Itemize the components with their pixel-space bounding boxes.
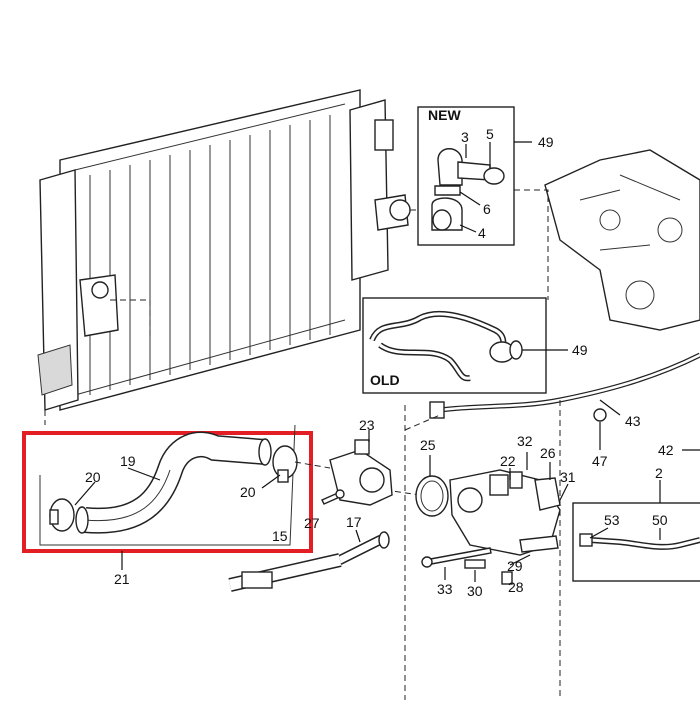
- callout-3: 3: [461, 129, 469, 145]
- hose-50: [579, 533, 700, 550]
- clip-47: [593, 408, 607, 422]
- old-box-label: OLD: [370, 372, 400, 388]
- callout-50: 50: [652, 512, 668, 528]
- callout-4: 4: [478, 225, 486, 241]
- callout-17: 17: [346, 514, 362, 530]
- callout-31: 31: [560, 469, 576, 485]
- callout-25: 25: [420, 437, 436, 453]
- callout-2: 2: [655, 465, 663, 481]
- callout-19: 19: [120, 453, 136, 469]
- radiator: [37, 89, 411, 411]
- callout-29: 29: [507, 558, 523, 574]
- callout-23: 23: [359, 417, 375, 433]
- callout-49-old: 49: [572, 342, 588, 358]
- engine-block: [544, 149, 700, 331]
- callout-20-right: 20: [240, 484, 256, 500]
- callout-27: 27: [304, 515, 320, 531]
- callout-20-left: 20: [85, 469, 101, 485]
- coolant-pipe-43: [429, 352, 700, 419]
- hose-clamp-left: [49, 498, 75, 532]
- highlight-box: [22, 431, 313, 553]
- callout-32: 32: [517, 433, 533, 449]
- bolt-33: [421, 547, 492, 568]
- hose-clamp-right: [272, 445, 298, 483]
- callout-47: 47: [592, 453, 608, 469]
- callout-53: 53: [604, 512, 620, 528]
- new-box-label: NEW: [428, 107, 461, 123]
- callout-28: 28: [508, 579, 524, 595]
- callout-42: 42: [658, 442, 674, 458]
- callout-21: 21: [114, 571, 130, 587]
- callout-43: 43: [625, 413, 641, 429]
- callout-6: 6: [483, 201, 491, 217]
- callout-15: 15: [272, 528, 288, 544]
- callout-22: 22: [500, 453, 516, 469]
- radiator-hose-19: [75, 431, 272, 534]
- callout-30: 30: [467, 583, 483, 599]
- thermostat-housing-23: [329, 439, 393, 506]
- old-hose-assembly: [369, 310, 523, 382]
- water-outlet-housing: [449, 469, 561, 556]
- callout-26: 26: [540, 445, 556, 461]
- bolt-27: [321, 489, 345, 505]
- seal-30: [464, 559, 486, 569]
- plug-28: [501, 571, 513, 585]
- callout-33: 33: [437, 581, 453, 597]
- callout-5: 5: [486, 126, 494, 142]
- new-kit-parts: [431, 148, 505, 231]
- coolant-pipe-15: [228, 531, 390, 592]
- pipe-29: [519, 535, 559, 553]
- callout-49-top: 49: [538, 134, 554, 150]
- new-box-leaders: [459, 141, 532, 233]
